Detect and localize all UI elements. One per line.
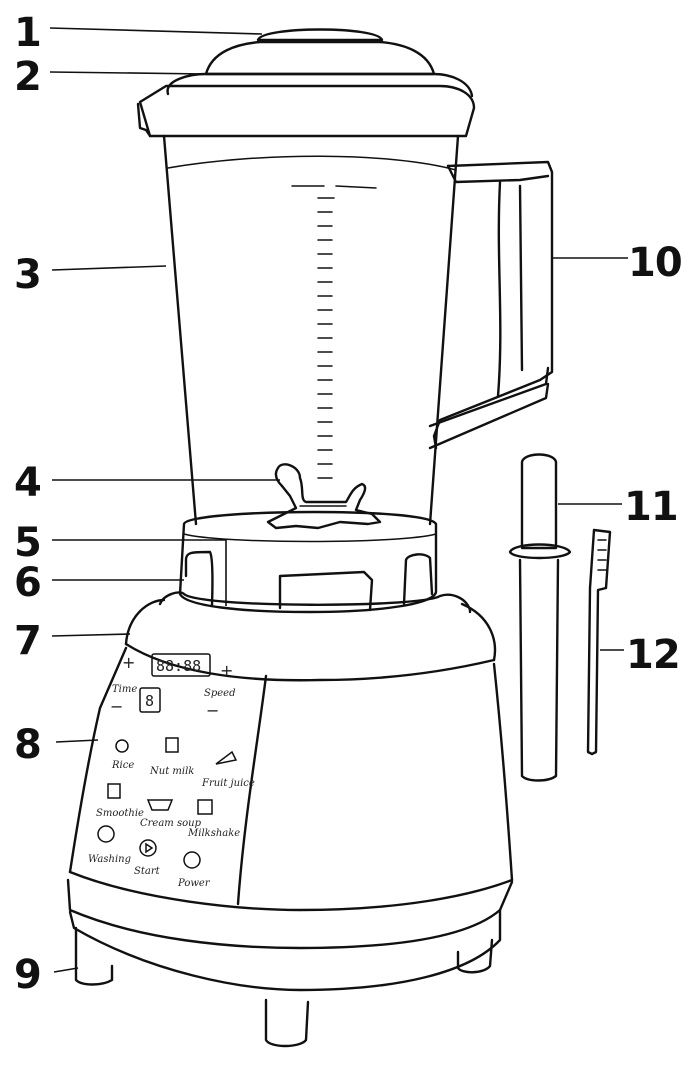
leader-2 xyxy=(50,72,206,74)
power-label: Power xyxy=(177,878,211,889)
start-label: Start xyxy=(134,866,161,877)
smoothie-icon xyxy=(108,784,120,798)
rice-label: Rice xyxy=(111,760,134,771)
time-label: Time xyxy=(112,684,137,695)
nut-milk-button[interactable]: Nut milk xyxy=(149,738,194,777)
callout-4: 4 xyxy=(14,460,41,506)
blade-assembly xyxy=(268,464,380,528)
measurement-scale xyxy=(292,186,376,478)
callout-7: 7 xyxy=(14,618,41,664)
nut-milk-label: Nut milk xyxy=(149,766,194,777)
speed-label: Speed xyxy=(204,688,236,699)
callout-11: 11 xyxy=(624,484,678,530)
power-button[interactable]: Power xyxy=(177,852,211,889)
callout-3: 3 xyxy=(14,252,41,298)
leader-5 xyxy=(52,540,226,606)
jar xyxy=(138,86,474,524)
start-icon xyxy=(140,840,156,856)
callout-8: 8 xyxy=(14,722,41,768)
callout-1: 1 xyxy=(14,10,41,56)
smoothie-label: Smoothie xyxy=(96,808,144,819)
lid-cap xyxy=(258,30,382,41)
jar-handle xyxy=(430,162,552,448)
callout-9: 9 xyxy=(14,952,41,998)
speed-plus-button[interactable]: + xyxy=(220,661,233,680)
washing-icon xyxy=(98,826,114,842)
speed-minus-button[interactable]: − xyxy=(206,701,219,720)
leader-3 xyxy=(52,266,166,270)
fruit-juice-label: Fruit juice xyxy=(201,778,255,789)
cream-soup-icon xyxy=(148,800,172,810)
rice-button[interactable]: Rice xyxy=(111,740,134,771)
leader-lines xyxy=(50,28,628,972)
time-display-text: 88:88 xyxy=(156,657,201,675)
callout-2: 2 xyxy=(14,54,41,100)
power-icon xyxy=(184,852,200,868)
fruit-juice-button[interactable]: Fruit juice xyxy=(201,752,255,789)
washing-label: Washing xyxy=(88,854,131,865)
washing-button[interactable]: Washing xyxy=(88,826,131,865)
smoothie-button[interactable]: Smoothie xyxy=(96,784,144,819)
leader-1 xyxy=(50,28,262,34)
speed-display-text: 8 xyxy=(145,692,154,710)
nut-milk-icon xyxy=(166,738,178,752)
lid xyxy=(168,42,472,96)
cream-soup-button[interactable]: Cream soup xyxy=(140,800,202,829)
milkshake-icon xyxy=(198,800,212,814)
fruit-juice-icon xyxy=(216,752,236,764)
callout-10: 10 xyxy=(628,240,682,286)
time-plus-button[interactable]: + xyxy=(122,653,135,672)
control-panel: 88:88 8 + Time − + Speed − Rice Nut milk… xyxy=(88,653,255,889)
start-button[interactable]: Start xyxy=(134,840,161,877)
callout-6: 6 xyxy=(14,560,41,606)
cleaning-brush xyxy=(588,530,610,754)
leader-9 xyxy=(54,968,78,972)
leader-7 xyxy=(52,634,130,636)
time-minus-button[interactable]: − xyxy=(110,697,123,716)
callout-12: 12 xyxy=(626,632,680,678)
rice-icon xyxy=(116,740,128,752)
milkshake-label: Milkshake xyxy=(187,828,240,839)
